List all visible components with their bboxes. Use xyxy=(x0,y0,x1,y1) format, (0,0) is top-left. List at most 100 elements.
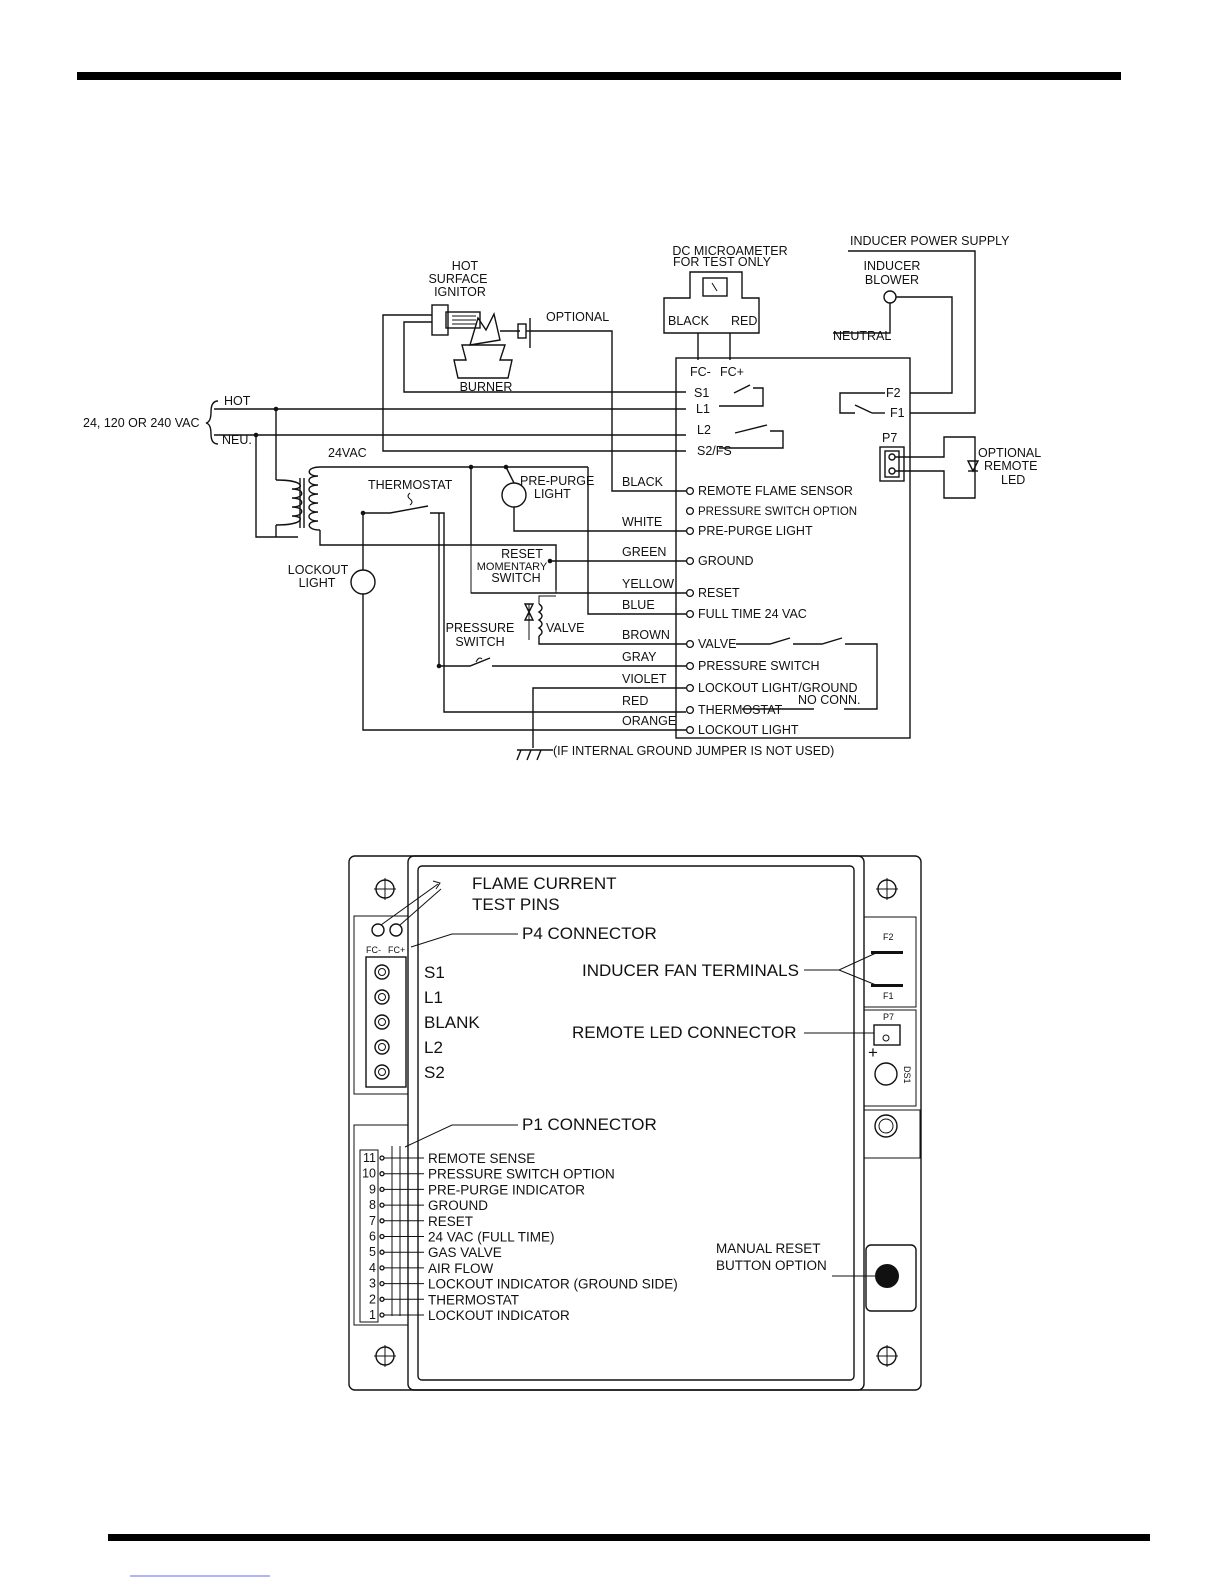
terminal-label: REMOTE FLAME SENSOR xyxy=(698,484,853,498)
p1-pin-icon xyxy=(379,1186,385,1193)
p4-pin-label: BLANK xyxy=(424,1013,480,1032)
optional-led-label-2: REMOTE xyxy=(984,459,1037,473)
board-diagram: FLAME CURRENT TEST PINS FC- FC+ P4 CONNE… xyxy=(348,855,922,1391)
p1-pin-label: LOCKOUT INDICATOR (GROUND SIDE) xyxy=(428,1277,678,1292)
lockout-label-2: LIGHT xyxy=(299,576,336,590)
vac24-label: 24VAC xyxy=(328,446,367,460)
optional-led-label-3: LED xyxy=(1001,473,1025,487)
wiring-diagram: DC MICROAMETER FOR TEST ONLY BLACK RED F… xyxy=(83,234,1041,761)
supply-input: 24, 120 OR 240 VAC HOT NEU. S1 L1 L2 S2/… xyxy=(83,384,784,458)
flame-current-label-1: FLAME CURRENT xyxy=(472,874,617,893)
inducer-label-1: INDUCER xyxy=(864,259,921,273)
manual-reset-label-2: BUTTON OPTION xyxy=(716,1258,827,1273)
p1-pin-number: 8 xyxy=(369,1198,376,1212)
terminal-icon xyxy=(685,661,695,671)
terminal-icon xyxy=(685,705,695,715)
s1-label: S1 xyxy=(694,386,709,400)
wire-color-label: BLUE xyxy=(622,598,655,612)
terminal-label: LOCKOUT LIGHT/GROUND xyxy=(698,681,858,695)
p1-pin-icon xyxy=(379,1280,385,1287)
p4-pin-icon xyxy=(374,1064,390,1080)
board-fc-plus: FC+ xyxy=(388,945,405,955)
p4-pin-inner-icon xyxy=(378,968,386,976)
wire-color-label: VIOLET xyxy=(622,672,667,686)
p1-pin-number: 1 xyxy=(369,1308,376,1322)
reset-switch: RESET MOMENTARY SWITCH xyxy=(470,467,686,594)
terminal-label: VALVE xyxy=(698,637,736,651)
l1-label: L1 xyxy=(696,402,710,416)
wire-color-label: BROWN xyxy=(622,628,670,642)
pressure-switch: PRESSURE SWITCH xyxy=(436,513,686,669)
wire-color-label: GREEN xyxy=(622,545,666,559)
terminal-label: PRESSURE SWITCH xyxy=(698,659,820,673)
remote-led-label: REMOTE LED CONNECTOR xyxy=(572,1023,797,1042)
f1-terminal xyxy=(871,984,903,987)
p4-connector-housing xyxy=(365,956,407,1088)
hsi-label-3: IGNITOR xyxy=(434,285,486,299)
wire-color-label: BLACK xyxy=(622,475,664,489)
board-f1: F1 xyxy=(883,991,894,1001)
valve-coil-icon xyxy=(537,603,543,637)
p4-pin-inner-icon xyxy=(378,1018,386,1026)
fc-minus-pin-icon xyxy=(371,923,385,937)
microammeter: DC MICROAMETER FOR TEST ONLY BLACK RED F… xyxy=(663,244,788,379)
reset-label-1: RESET xyxy=(501,547,543,561)
p4-pin-icon xyxy=(374,1039,390,1055)
wire-color-label: WHITE xyxy=(622,515,662,529)
pressure-contact xyxy=(439,657,686,667)
inducer-terminals-label: INDUCER FAN TERMINALS xyxy=(582,961,799,980)
wire-color-label: RED xyxy=(622,694,648,708)
terminal-icon xyxy=(685,609,695,619)
fc-minus-label: FC- xyxy=(690,365,711,379)
p7-remote-led: P7 OPTIONAL REMOTE LED xyxy=(879,431,1041,499)
p4-pin-label: L2 xyxy=(424,1038,443,1057)
transformer-primary xyxy=(275,479,303,526)
p1-pin-number: 11 xyxy=(363,1151,376,1165)
inducer-supply-label: INDUCER POWER SUPPLY xyxy=(850,234,1010,248)
round-knob-icon xyxy=(874,1114,898,1138)
terminal-label: LOCKOUT LIGHT xyxy=(698,723,799,737)
f2-label: F2 xyxy=(886,386,901,400)
optional-label: OPTIONAL xyxy=(546,310,609,324)
terminal-icon xyxy=(685,639,695,649)
inducer-blower: INDUCER POWER SUPPLY INDUCER BLOWER NEUT… xyxy=(833,234,1010,420)
hot-label: HOT xyxy=(224,394,251,408)
s2fs-label: S2/FS xyxy=(697,444,732,458)
p1-pin-number: 6 xyxy=(369,1230,376,1244)
p1-pin-label: PRE-PURGE INDICATOR xyxy=(428,1182,585,1197)
f2-terminal xyxy=(871,951,903,954)
s2-relay-contact xyxy=(719,424,784,449)
neutral-label: NEUTRAL xyxy=(833,329,891,343)
board-plus: + xyxy=(868,1043,878,1062)
burner-label: BURNER xyxy=(460,380,513,394)
p4-pin-inner-icon xyxy=(378,993,386,1001)
p1-pin-icon xyxy=(379,1249,385,1255)
hsi-label-1: HOT xyxy=(452,259,479,273)
transformer-secondary xyxy=(308,466,321,531)
flame-icon xyxy=(469,311,501,346)
inducer-relay-contact xyxy=(854,404,873,414)
p4-pin-label: L1 xyxy=(424,988,443,1007)
l2-label: L2 xyxy=(697,423,711,437)
p1-pin-icon xyxy=(379,1265,385,1271)
ignitor-block xyxy=(431,304,449,336)
supply-voltage-label: 24, 120 OR 240 VAC xyxy=(83,416,200,430)
terminal-label: PRE-PURGE LIGHT xyxy=(698,524,813,538)
p4-pin-icon xyxy=(374,989,390,1005)
board-p7: P7 xyxy=(883,1012,894,1022)
p4-pin-icon xyxy=(374,1014,390,1030)
top-rule xyxy=(77,72,1121,80)
neu-label: NEU. xyxy=(222,433,252,447)
p1-pin-label: LOCKOUT INDICATOR xyxy=(428,1308,570,1323)
pressure-label-2: SWITCH xyxy=(455,635,504,649)
led-diode-icon xyxy=(966,460,980,473)
terminal-icon xyxy=(685,725,695,735)
terminal-icon xyxy=(685,526,695,536)
lockout-light: LOCKOUT LIGHT xyxy=(288,513,686,731)
p1-pin-icon xyxy=(379,1296,385,1302)
manual-reset-button xyxy=(875,1264,899,1288)
pressure-label-1: PRESSURE xyxy=(446,621,515,635)
p7-label: P7 xyxy=(882,431,897,445)
